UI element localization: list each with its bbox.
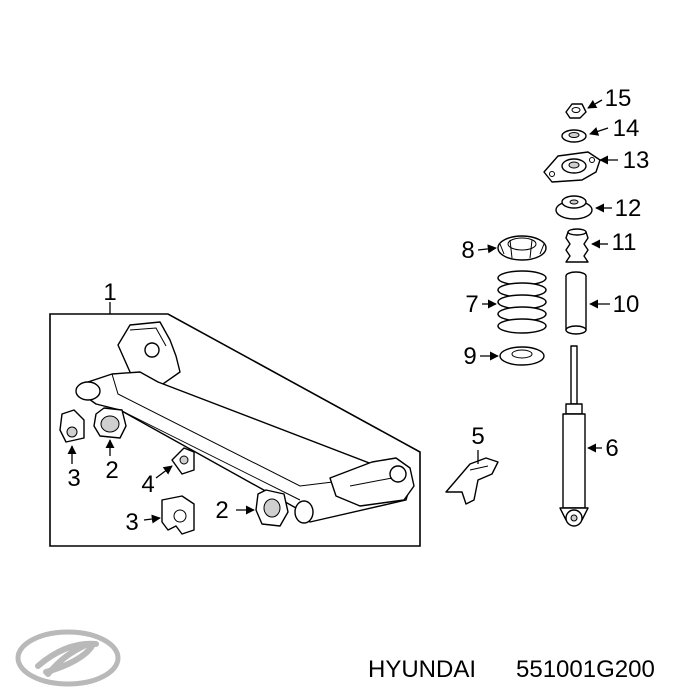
coil-spring: [497, 270, 547, 334]
callout-7: 7: [465, 291, 478, 318]
callout-14-arrow: [589, 127, 609, 136]
bushing-upper: [93, 407, 127, 439]
dust-cover: [565, 271, 587, 335]
bracket-5: [445, 457, 499, 505]
callout-1: 1: [103, 279, 116, 306]
callout-3-lower: 3: [125, 509, 138, 536]
washer: [561, 129, 587, 143]
brand-name: HYUNDAI: [368, 656, 476, 683]
bushing-lower: [255, 489, 289, 527]
callout-11: 11: [612, 229, 637, 256]
callout-9: 9: [463, 343, 476, 370]
torsion-beam-axle: [75, 321, 415, 524]
callout-15-arrow: [587, 99, 603, 109]
callout-10: 10: [613, 291, 640, 318]
bracket-upper: [59, 409, 85, 443]
callout-4-arrow: [155, 465, 173, 479]
callout-14: 14: [613, 115, 640, 142]
callout-15: 15: [605, 85, 632, 112]
insulator: [555, 195, 593, 220]
hyundai-logo-icon: [15, 629, 121, 687]
upper-mount: [543, 151, 601, 183]
group-frame: [49, 313, 421, 547]
nut: [565, 103, 587, 119]
part-number: 551001G200: [516, 656, 655, 683]
bracket-lower: [161, 495, 195, 535]
upper-spring-pad: [497, 235, 547, 261]
callout-13: 13: [623, 147, 650, 174]
callout-8: 8: [461, 237, 474, 264]
callout-3-lower-arrow: [143, 514, 161, 524]
bracket-4: [171, 447, 195, 475]
callout-3-upper: 3: [67, 465, 80, 492]
lower-spring-pad: [499, 346, 545, 366]
callout-4: 4: [141, 471, 154, 498]
callout-12: 12: [615, 195, 642, 222]
callout-2-upper: 2: [105, 457, 118, 484]
callout-8-arrow: [477, 244, 497, 254]
callout-6: 6: [605, 435, 618, 462]
bump-stopper: [565, 228, 589, 263]
callout-5: 5: [471, 423, 484, 450]
callout-2-lower: 2: [215, 497, 228, 524]
axle-assembly-group: 1 2 2: [49, 279, 421, 547]
shock-absorber: [559, 345, 589, 527]
